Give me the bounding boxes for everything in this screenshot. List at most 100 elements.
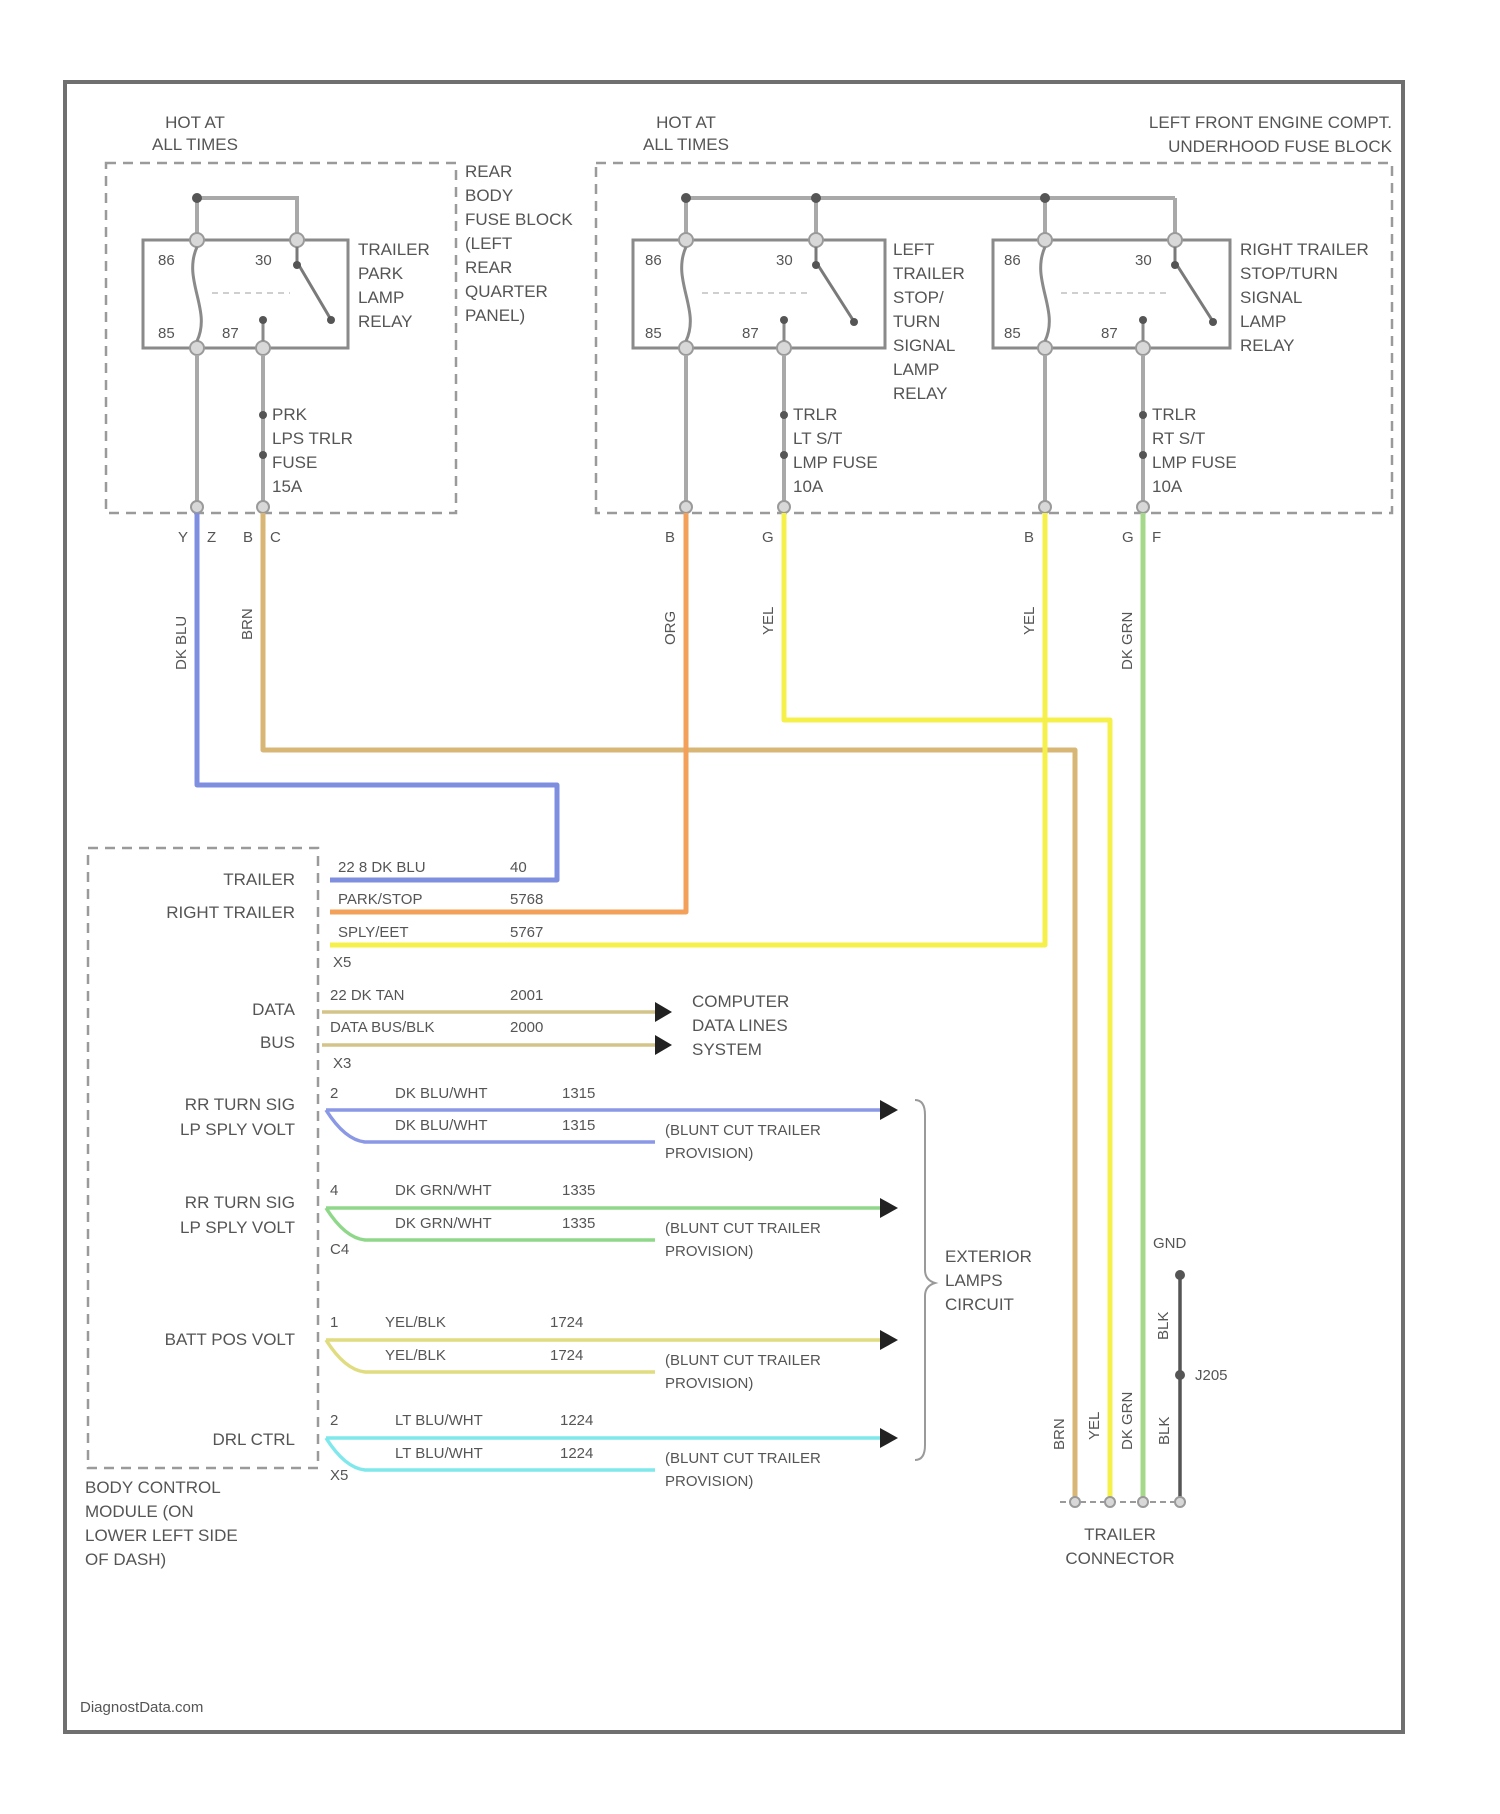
arrow-icon bbox=[655, 1035, 672, 1055]
svg-text:LPS TRLR: LPS TRLR bbox=[272, 429, 353, 448]
connector-terminal bbox=[1175, 1497, 1185, 1507]
svg-text:PROVISION): PROVISION) bbox=[665, 1375, 753, 1392]
trailer-park-lamp-relay-label: TRAILER PARK LAMP RELAY bbox=[358, 240, 430, 331]
hot-at-all-times-right-1: HOT AT bbox=[656, 113, 716, 132]
relay-coil bbox=[193, 247, 202, 341]
wire-label-yel: YEL bbox=[760, 607, 777, 635]
svg-text:YEL/BLK: YEL/BLK bbox=[385, 1347, 446, 1364]
svg-text:LEFT: LEFT bbox=[893, 240, 935, 259]
relay-87-contact bbox=[780, 316, 788, 324]
svg-text:YEL: YEL bbox=[1086, 1412, 1103, 1440]
svg-text:LAMP: LAMP bbox=[358, 288, 404, 307]
svg-text:REAR: REAR bbox=[465, 258, 512, 277]
svg-text:SIGNAL: SIGNAL bbox=[893, 336, 955, 355]
fuse-dot bbox=[780, 451, 788, 459]
left-trailer-stop-turn-relay-label: LEFT TRAILER STOP/ TURN SIGNAL LAMP RELA… bbox=[893, 240, 965, 403]
svg-text:LAMP: LAMP bbox=[1240, 312, 1286, 331]
exterior-lamps-circuit-label: EXTERIOR LAMPS CIRCUIT bbox=[945, 1247, 1032, 1314]
connector-terminal bbox=[1070, 1497, 1080, 1507]
connector-terminal bbox=[778, 501, 790, 513]
connector-pin: C bbox=[270, 529, 281, 546]
svg-text:LAMP: LAMP bbox=[893, 360, 939, 379]
svg-text:TRLR: TRLR bbox=[1152, 405, 1196, 424]
svg-text:C4: C4 bbox=[330, 1241, 349, 1258]
relay-terminal bbox=[1038, 341, 1052, 355]
relay-terminal bbox=[1136, 341, 1150, 355]
svg-text:1335: 1335 bbox=[562, 1182, 595, 1199]
wire-label-dk-grn: DK GRN bbox=[1119, 612, 1136, 670]
connector-terminal bbox=[680, 501, 692, 513]
arrow-icon bbox=[655, 1002, 672, 1022]
svg-text:LT BLU/WHT: LT BLU/WHT bbox=[395, 1412, 483, 1429]
svg-text:EXTERIOR: EXTERIOR bbox=[945, 1247, 1032, 1266]
connector-terminal bbox=[191, 501, 203, 513]
svg-text:YEL/BLK: YEL/BLK bbox=[385, 1314, 446, 1331]
connector-pin: G bbox=[1122, 529, 1134, 546]
svg-text:BODY: BODY bbox=[465, 186, 513, 205]
connector-terminal bbox=[1138, 1497, 1148, 1507]
arrow-icon bbox=[880, 1100, 898, 1120]
pin-87: 87 bbox=[742, 325, 759, 342]
relay-87-contact bbox=[259, 316, 267, 324]
svg-text:SPLY/EET: SPLY/EET bbox=[338, 924, 409, 941]
svg-text:RIGHT TRAILER: RIGHT TRAILER bbox=[166, 903, 295, 922]
pin-86: 86 bbox=[158, 252, 175, 269]
arrow-icon bbox=[880, 1198, 898, 1218]
svg-text:PROVISION): PROVISION) bbox=[665, 1145, 753, 1162]
svg-text:1315: 1315 bbox=[562, 1085, 595, 1102]
svg-text:QUARTER: QUARTER bbox=[465, 282, 548, 301]
relay-switch-arm bbox=[816, 247, 853, 320]
svg-text:REAR: REAR bbox=[465, 162, 512, 181]
gnd-label: GND bbox=[1153, 1235, 1187, 1252]
svg-text:PROVISION): PROVISION) bbox=[665, 1243, 753, 1260]
batt-pos-wire-blunt bbox=[326, 1340, 655, 1372]
rear-body-fuse-block-label: REAR BODY FUSE BLOCK (LEFT REAR QUARTER … bbox=[465, 162, 573, 325]
pin-86: 86 bbox=[645, 252, 662, 269]
trlr-rt-st-lmp-fuse-label: TRLR RT S/T LMP FUSE 10A bbox=[1152, 405, 1237, 496]
svg-text:TRAILER: TRAILER bbox=[1084, 1525, 1156, 1544]
switch-contact bbox=[1209, 318, 1217, 326]
pin-30: 30 bbox=[776, 252, 793, 269]
svg-text:RELAY: RELAY bbox=[893, 384, 948, 403]
svg-text:1315: 1315 bbox=[562, 1117, 595, 1134]
svg-text:2000: 2000 bbox=[510, 1019, 543, 1036]
svg-text:DK GRN: DK GRN bbox=[1119, 1392, 1136, 1450]
relay-87-contact bbox=[1139, 316, 1147, 324]
footer-watermark: DiagnostData.com bbox=[80, 1699, 203, 1716]
trlr-lt-st-lmp-fuse-label: TRLR LT S/T LMP FUSE 10A bbox=[793, 405, 878, 496]
connector-pin: G bbox=[762, 529, 774, 546]
svg-text:22 8 DK BLU: 22 8 DK BLU bbox=[338, 859, 426, 876]
svg-text:DK GRN/WHT: DK GRN/WHT bbox=[395, 1215, 492, 1232]
svg-text:STOP/TURN: STOP/TURN bbox=[1240, 264, 1338, 283]
j205-splice bbox=[1175, 1370, 1185, 1380]
svg-text:LMP FUSE: LMP FUSE bbox=[1152, 453, 1237, 472]
svg-text:PARK: PARK bbox=[358, 264, 404, 283]
svg-text:X3: X3 bbox=[333, 1055, 351, 1072]
splice-dot bbox=[811, 193, 821, 203]
fuse-dot bbox=[1139, 451, 1147, 459]
yel-wire-trailer bbox=[784, 513, 1110, 1500]
svg-text:(BLUNT CUT TRAILER: (BLUNT CUT TRAILER bbox=[665, 1352, 821, 1369]
arrow-icon bbox=[880, 1330, 898, 1350]
right-trailer-stop-turn-relay-label: RIGHT TRAILER STOP/TURN SIGNAL LAMP RELA… bbox=[1240, 240, 1369, 355]
wire-label-yel: YEL bbox=[1021, 607, 1038, 635]
svg-text:1335: 1335 bbox=[562, 1215, 595, 1232]
svg-text:RT S/T: RT S/T bbox=[1152, 429, 1205, 448]
svg-text:SYSTEM: SYSTEM bbox=[692, 1040, 762, 1059]
relay-coil bbox=[682, 247, 691, 341]
pin-85: 85 bbox=[1004, 325, 1021, 342]
svg-text:2001: 2001 bbox=[510, 987, 543, 1004]
connector-pin: Y bbox=[178, 529, 188, 546]
switch-pivot bbox=[812, 261, 820, 269]
switch-pivot bbox=[293, 261, 301, 269]
svg-text:PARK/STOP: PARK/STOP bbox=[338, 891, 422, 908]
svg-text:LOWER LEFT SIDE: LOWER LEFT SIDE bbox=[85, 1526, 238, 1545]
connector-terminal bbox=[1105, 1497, 1115, 1507]
svg-text:LT BLU/WHT: LT BLU/WHT bbox=[395, 1445, 483, 1462]
switch-contact bbox=[327, 316, 335, 324]
switch-contact bbox=[850, 318, 858, 326]
svg-text:X5: X5 bbox=[333, 954, 351, 971]
svg-text:FUSE: FUSE bbox=[272, 453, 317, 472]
svg-text:(BLUNT CUT TRAILER: (BLUNT CUT TRAILER bbox=[665, 1220, 821, 1237]
